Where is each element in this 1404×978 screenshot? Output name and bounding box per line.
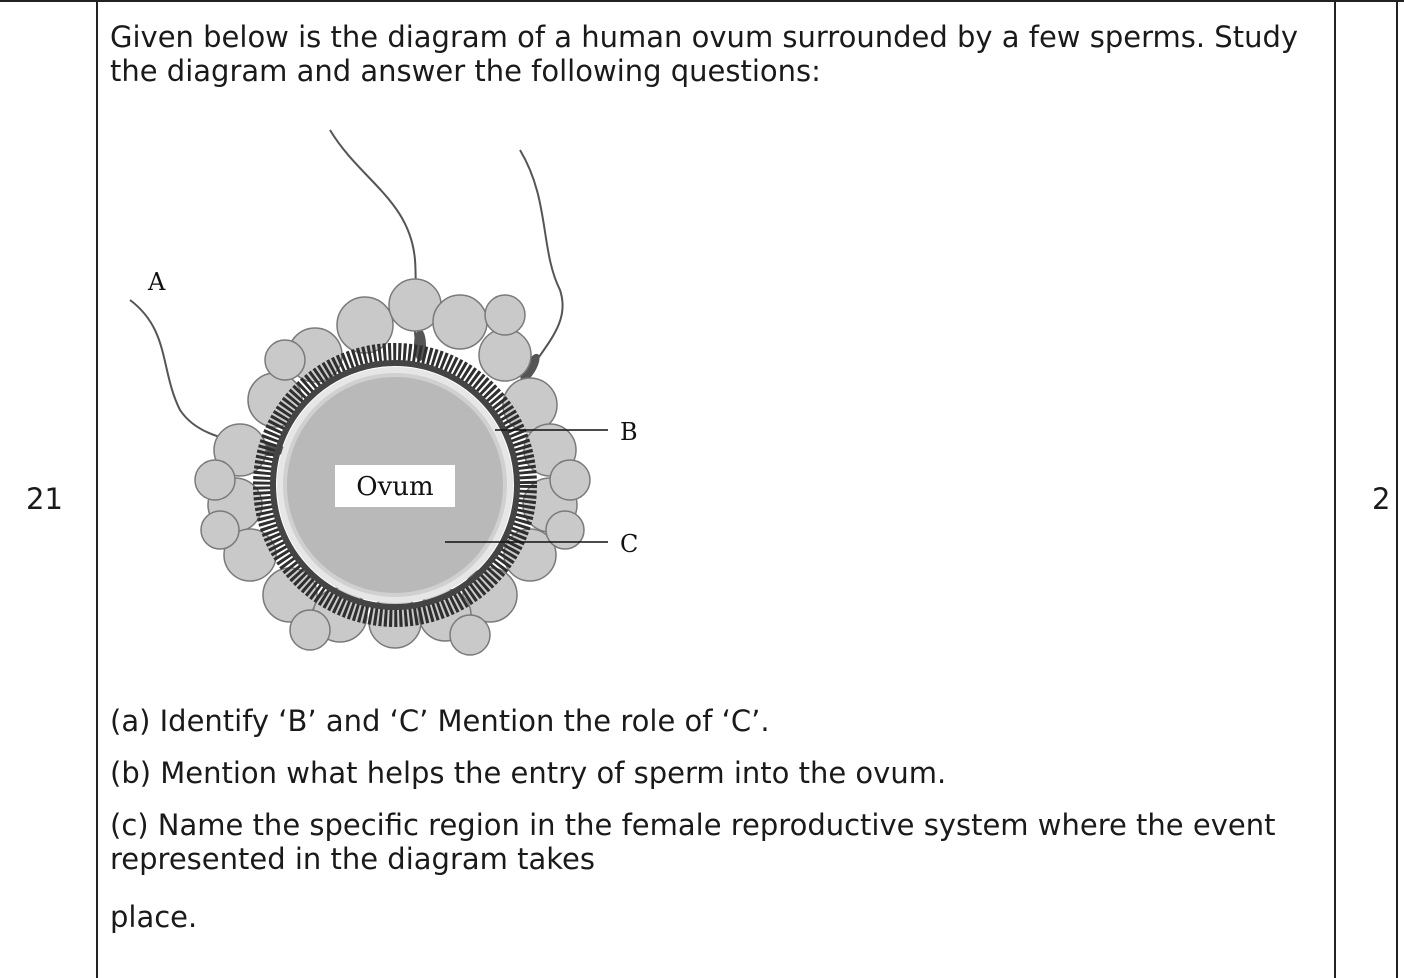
question-intro: Given below is the diagram of a human ov… bbox=[110, 20, 1310, 88]
column-divider bbox=[1334, 0, 1336, 978]
question-part-a: (a) Identify ‘B’ and ‘C’ Mention the rol… bbox=[110, 704, 1320, 738]
label-a: A bbox=[147, 268, 166, 296]
label-b: B bbox=[620, 418, 638, 446]
question-number: 21 bbox=[26, 482, 63, 516]
sperm-tail bbox=[520, 150, 563, 370]
question-part-b: (b) Mention what helps the entry of sper… bbox=[110, 756, 1320, 790]
question-part-c: (c) Name the specific region in the fema… bbox=[110, 808, 1320, 876]
label-c: C bbox=[620, 530, 638, 558]
ovum-diagram: Ovum A B C bbox=[110, 110, 670, 670]
question-marks: 2 bbox=[1372, 482, 1390, 516]
table-right-border bbox=[1396, 0, 1398, 978]
question-part-c-continued: place. bbox=[110, 900, 1320, 934]
column-divider bbox=[96, 0, 98, 978]
ovum-label: Ovum bbox=[356, 472, 433, 502]
table-top-border bbox=[0, 0, 1404, 2]
